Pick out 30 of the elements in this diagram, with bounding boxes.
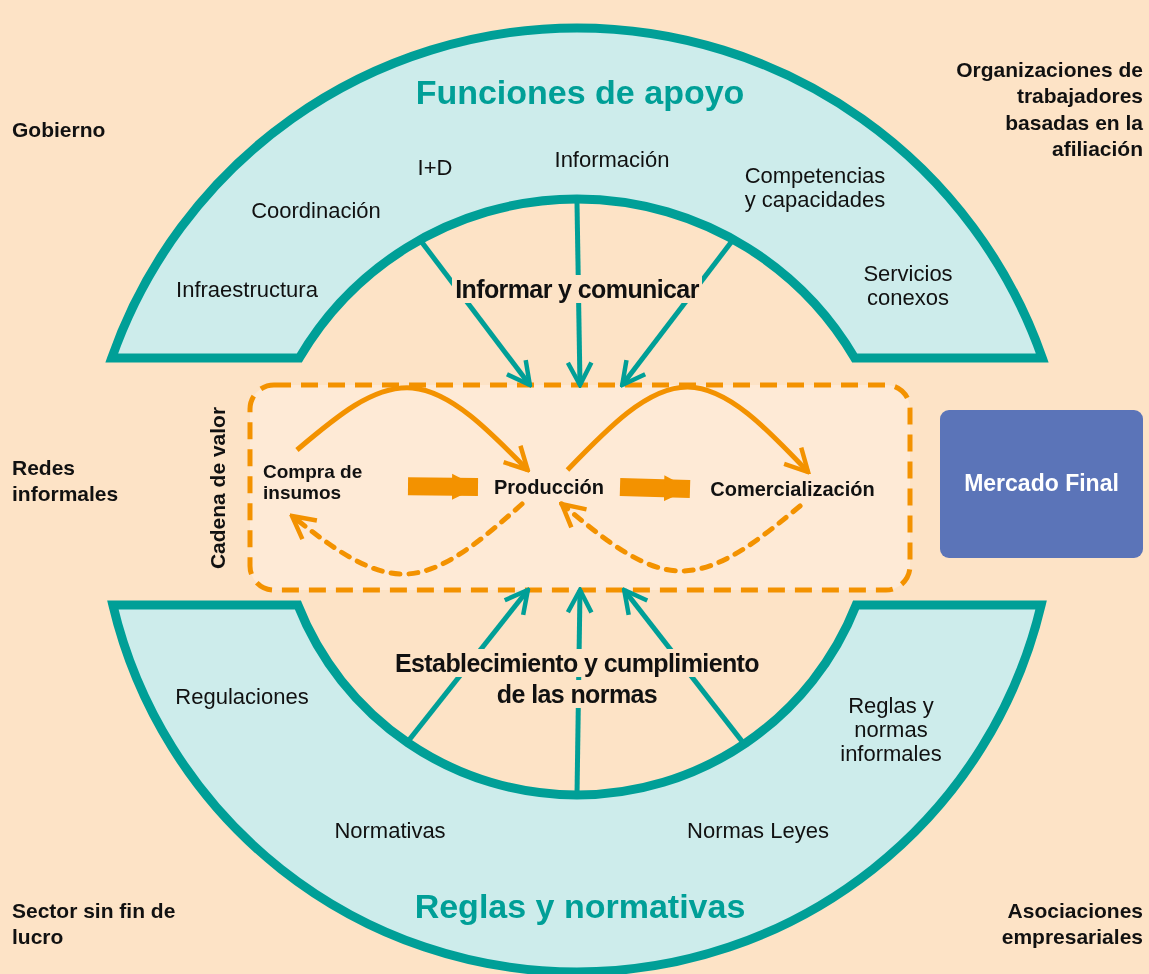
actor-label: Gobierno — [12, 117, 107, 143]
actor-label: Redes informales — [12, 455, 120, 508]
band-title: Funciones de apoyo — [415, 74, 745, 112]
node-label: Comercialización — [710, 478, 875, 500]
arrow — [559, 501, 803, 574]
actor-label: Asociaciones empresariales — [1000, 898, 1143, 951]
band-item: Servicios conexos — [862, 261, 954, 311]
band-title: Reglas y normativas — [414, 888, 746, 926]
band-item: Normativas — [334, 818, 446, 844]
band-item: I+D — [417, 155, 453, 181]
arrow — [565, 384, 811, 475]
band-item: Información — [554, 147, 670, 173]
market-box — [940, 410, 1143, 558]
node-label: Compra de insumos — [263, 462, 364, 504]
band-item: Regulaciones — [175, 684, 309, 710]
band-item: Infraestructura — [176, 277, 318, 303]
node-label: Producción — [494, 476, 604, 498]
band-item: Normas Leyes — [687, 818, 829, 844]
arrow — [289, 501, 525, 577]
actor-label: Organizaciones de trabajadores basadas en la afiliación — [955, 57, 1143, 162]
arrow — [295, 385, 530, 473]
band-item: Reglas y normas informales — [839, 693, 943, 767]
band-item: Competencias y capacidades — [743, 163, 887, 213]
block-arrow — [407, 473, 479, 500]
flow-label: Informar y comunicar — [452, 275, 702, 303]
band-item: Coordinación — [251, 198, 381, 224]
actor-label: Sector sin fin de lucro — [12, 898, 177, 951]
frame-title: Cadena de valor — [206, 406, 230, 570]
arrow — [565, 202, 594, 388]
node-label: Mercado Final — [964, 471, 1119, 497]
